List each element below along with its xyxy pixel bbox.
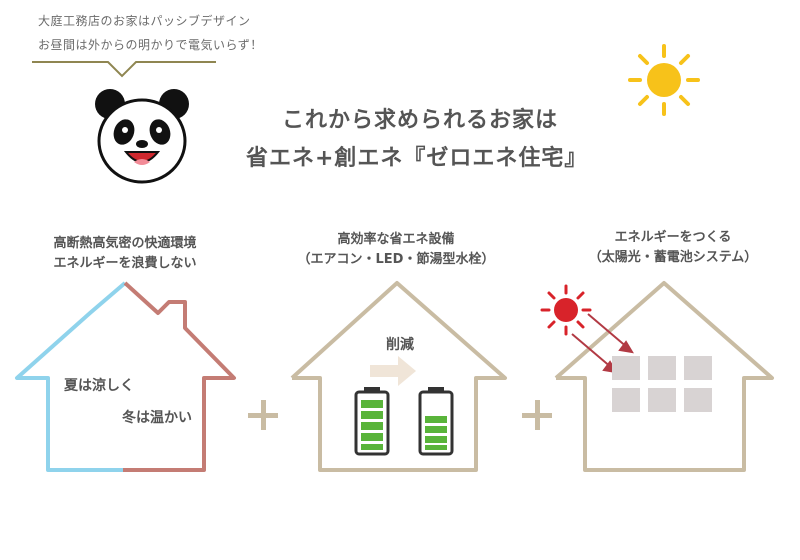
sun-icon bbox=[540, 284, 634, 374]
plus-operator-1 bbox=[248, 400, 278, 430]
battery-icon bbox=[418, 387, 454, 456]
house1-heading-line-1: 高断熱高気密の快適環境 bbox=[53, 236, 197, 251]
arrow-right-icon bbox=[370, 356, 416, 386]
house1-heading-line-2: エネルギーを浪費しない bbox=[53, 256, 197, 271]
battery-icon bbox=[354, 387, 390, 456]
house1-heading: 高断熱高気密の快適環境 エネルギーを浪費しない bbox=[14, 234, 236, 274]
sun-icon bbox=[628, 44, 700, 116]
house2-heading: 高効率な省エネ設備 （エアコン・LED・節湯型水栓） bbox=[286, 230, 506, 270]
house1-winter-text: 冬は温かい bbox=[122, 410, 192, 426]
intro-line-1: 大庭工務店のお家はパッシブデザイン bbox=[38, 14, 251, 28]
title-line-2: 省エネ+創エネ『ゼロエネ住宅』 bbox=[246, 146, 588, 171]
house3-heading-line-1: エネルギーをつくる bbox=[614, 230, 732, 245]
solar-panel-icon bbox=[612, 356, 712, 412]
house3-heading: エネルギーをつくる （太陽光・蓄電池システム） bbox=[566, 228, 780, 268]
panda-icon bbox=[95, 89, 189, 184]
house3-heading-line-2: （太陽光・蓄電池システム） bbox=[588, 250, 758, 265]
plus-operator-2 bbox=[522, 400, 552, 430]
house2-reduce-label: 削減 bbox=[386, 337, 414, 353]
house1-summer-text: 夏は涼しく bbox=[64, 378, 134, 394]
intro-line-2: お昼間は外からの明かりで電気いらず！ bbox=[38, 38, 263, 52]
house2-heading-line-1: 高効率な省エネ設備 bbox=[337, 232, 455, 247]
house2-heading-line-2: （エアコン・LED・節湯型水栓） bbox=[297, 252, 495, 267]
title-line-1: これから求められるお家は bbox=[282, 108, 559, 133]
